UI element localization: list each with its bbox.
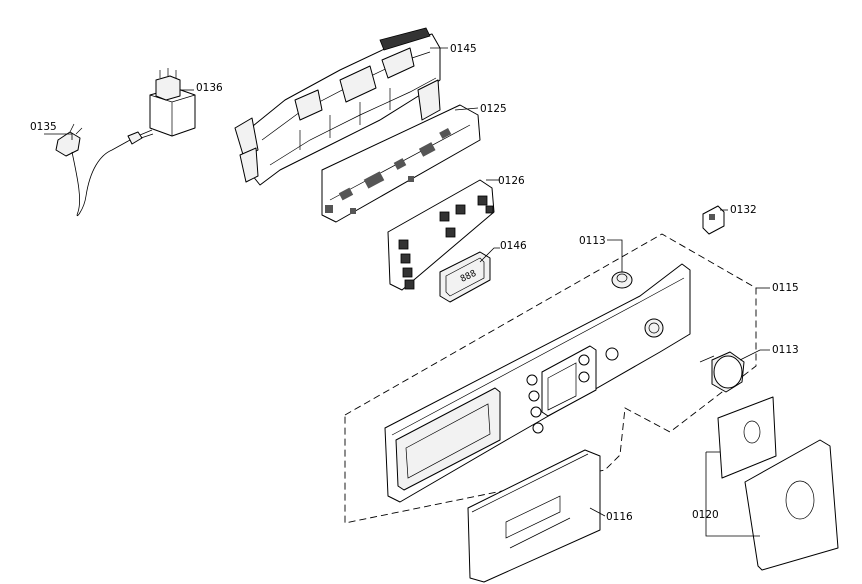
display-window-part: 888 (439, 251, 491, 303)
control-panel-fascia-part (384, 263, 691, 503)
display-circuit-board-part (387, 179, 495, 291)
cover-plate-large-part (744, 439, 839, 571)
label-0116: 0116 (606, 511, 633, 523)
label-0113-upper: 0113 (579, 235, 606, 247)
leader-lines (44, 47, 770, 537)
label-0145: 0145 (450, 43, 477, 55)
label-0135: 0135 (30, 121, 57, 133)
main-circuit-board-part (321, 104, 481, 223)
label-0146: 0146 (500, 240, 527, 252)
cover-plate-small-part (717, 396, 777, 479)
bracket-clip-part (702, 205, 725, 235)
label-0136: 0136 (196, 82, 223, 94)
power-cord-part (55, 123, 154, 217)
label-0115: 0115 (772, 282, 799, 294)
label-0125: 0125 (480, 103, 507, 115)
label-0126: 0126 (498, 175, 525, 187)
knob-small-part (611, 271, 633, 289)
switch-row (398, 195, 494, 290)
program-knob-part (699, 351, 745, 393)
label-0120: 0120 (692, 509, 719, 521)
assembly-boundary (344, 233, 757, 524)
label-0132: 0132 (730, 204, 757, 216)
control-housing-part (234, 27, 441, 186)
label-0113-right: 0113 (772, 344, 799, 356)
interference-filter-part (149, 68, 196, 137)
drawer-handle-part (467, 449, 601, 583)
